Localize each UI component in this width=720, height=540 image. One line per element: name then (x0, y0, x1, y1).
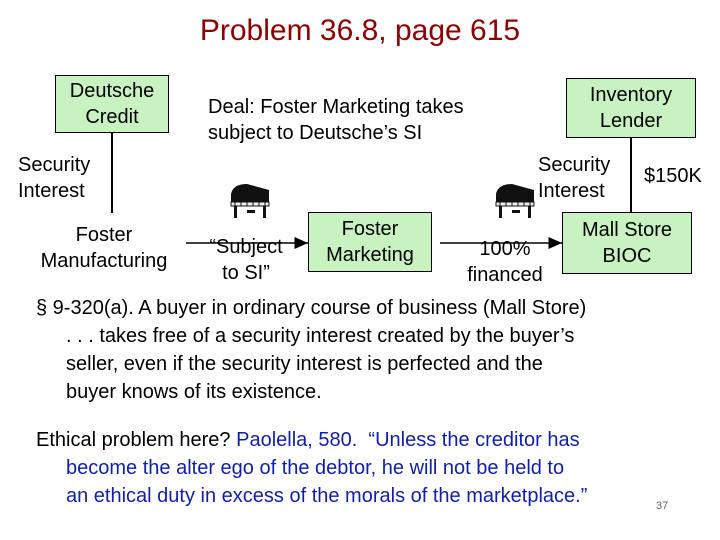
security-interest-left: Security Interest (18, 152, 95, 204)
label-line: 100% (479, 238, 531, 260)
foster-marketing-box: Foster Marketing (308, 212, 432, 272)
statute-line: buyer knows of its existence. (66, 381, 322, 403)
box-label-line: Foster (341, 218, 399, 240)
quote-line: Paolella, 580. “Unless the creditor has (230, 429, 580, 451)
box-label-line: BIOC (602, 245, 652, 267)
statute-line: . . . takes free of a security interest … (66, 325, 575, 347)
security-interest-right: Security Interest (538, 152, 615, 204)
box-label-line: Inventory (589, 84, 673, 106)
security-interest-line: Security (538, 154, 611, 176)
box-label-line: Marketing (326, 244, 414, 266)
statute-line: seller, even if the security interest is… (66, 353, 543, 375)
security-interest-line: Interest (538, 180, 605, 202)
piano-icon (230, 184, 270, 218)
security-interest-line: Security (18, 154, 91, 176)
deal-text: Deal: Foster Marketing takes subject to … (208, 94, 538, 146)
quote-line: an ethical duty in excess of the morals … (66, 485, 588, 507)
box-label-line: Credit (85, 106, 139, 128)
page-title: Problem 36.8, page 615 (199, 14, 521, 47)
inventory-lender-box: Inventory Lender (566, 78, 696, 138)
label-line: “Subject (209, 236, 283, 258)
deutsche-credit-box: Deutsche Credit (55, 75, 169, 133)
deal-line: subject to Deutsche’s SI (208, 122, 423, 144)
box-label-line: Mall Store (581, 219, 673, 241)
statute-line: § 9-320(a). A buyer in ordinary course o… (36, 297, 587, 319)
box-label-line: Lender (599, 110, 663, 132)
lender-connector-line (630, 138, 632, 213)
amount-label: $150K (644, 165, 702, 187)
deutsche-connector-line (111, 133, 113, 213)
label-line: to SI” (222, 262, 270, 284)
page-number: 37 (656, 500, 669, 512)
subject-to-si-label: “Subject to SI” (196, 234, 296, 286)
box-label-line: Deutsche (69, 80, 155, 102)
mall-store-box: Mall Store BIOC (562, 212, 692, 274)
quote-line: become the alter ego of the debtor, he w… (66, 457, 565, 479)
foster-manufacturing-label: Foster Manufacturing (22, 222, 186, 274)
label-line: financed (467, 264, 543, 286)
financed-label: 100% financed (448, 236, 562, 288)
deal-line: Deal: Foster Marketing takes (208, 96, 464, 118)
ethics-question: Ethical problem here? (36, 429, 231, 451)
statute-text: § 9-320(a). A buyer in ordinary course o… (36, 294, 716, 406)
piano-icon (495, 184, 535, 218)
label-line: Manufacturing (40, 250, 168, 272)
security-interest-line: Interest (18, 180, 85, 202)
ethics-text: Ethical problem here? Paolella, 580. “Un… (36, 426, 716, 510)
label-line: Foster (75, 224, 133, 246)
